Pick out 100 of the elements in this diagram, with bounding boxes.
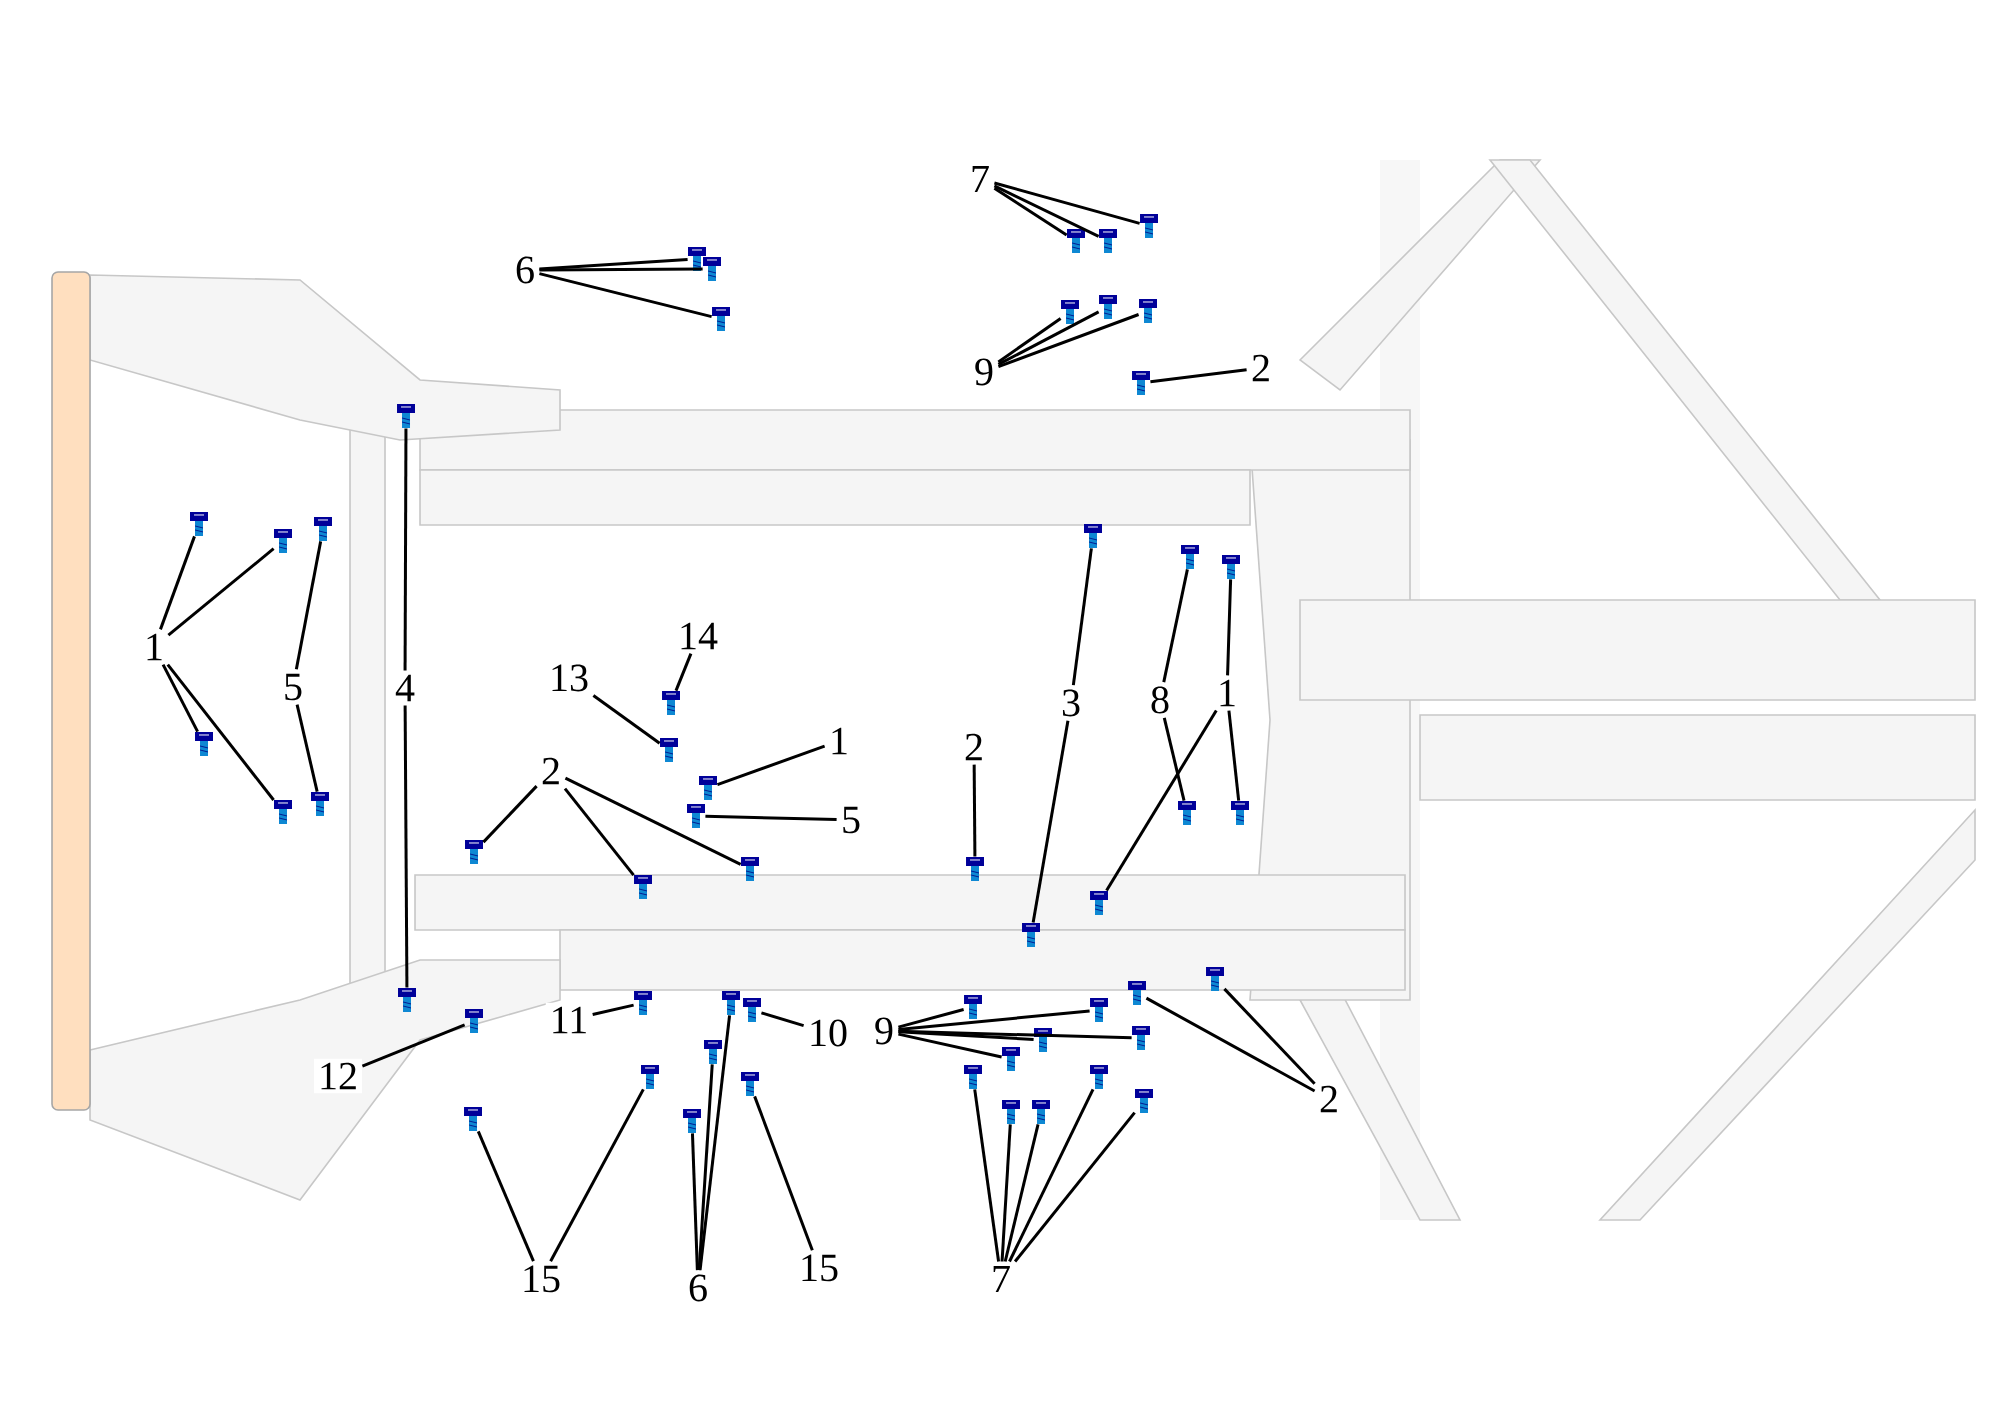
- leader-line: [539, 267, 703, 272]
- part-drawing: [688, 247, 706, 271]
- callout-number: 2: [960, 729, 988, 765]
- callout-number: 2: [1247, 350, 1275, 386]
- leader-line: [997, 313, 1140, 369]
- part-drawing: [1002, 1047, 1020, 1071]
- leader-line: [167, 547, 275, 637]
- part-drawing: [1002, 1100, 1020, 1124]
- callout-number: 4: [391, 670, 419, 706]
- part-drawing: [641, 1065, 659, 1089]
- leader-line: [539, 272, 712, 319]
- leader-line: [993, 184, 1100, 238]
- leader-line: [1031, 720, 1070, 923]
- part-drawing: [1084, 524, 1102, 548]
- leader-line: [159, 535, 196, 630]
- part-drawing: [1032, 1100, 1050, 1124]
- callout-number: 1: [825, 723, 853, 759]
- part-drawing: [1181, 545, 1199, 569]
- callout-number: 5: [837, 802, 865, 838]
- part-drawing: [964, 1065, 982, 1089]
- callout-number: 6: [684, 1270, 712, 1306]
- callout-number: 12: [314, 1058, 362, 1094]
- leader-line: [690, 1133, 699, 1271]
- leader-line: [994, 181, 1140, 225]
- leader-line: [697, 1064, 714, 1271]
- leader-line: [294, 541, 323, 670]
- part-drawing: [660, 738, 678, 762]
- part-drawing: [1090, 891, 1108, 915]
- leader-line: [753, 1095, 814, 1251]
- leader-line: [563, 787, 635, 877]
- part-drawing: [712, 307, 730, 331]
- part-drawing: [1090, 1065, 1108, 1089]
- part-drawing: [703, 257, 721, 281]
- part-drawing: [1132, 1026, 1150, 1050]
- leader-line: [716, 744, 826, 787]
- callout-number: 9: [970, 354, 998, 390]
- part-drawing: [1067, 229, 1085, 253]
- leader-line: [1003, 1124, 1040, 1262]
- leader-line: [1008, 1088, 1095, 1263]
- leader-line: [403, 705, 409, 988]
- callout-number: 8: [1146, 682, 1174, 718]
- callout-number: 1: [140, 629, 168, 665]
- part-drawing: [397, 404, 415, 428]
- part-drawing: [1178, 801, 1196, 825]
- callout-number: 15: [795, 1250, 843, 1286]
- leader-line: [295, 704, 319, 792]
- leader-line: [1226, 579, 1233, 676]
- part-drawing: [464, 1107, 482, 1131]
- callout-number: 10: [804, 1015, 852, 1051]
- leader-line: [161, 663, 199, 733]
- callout-number: 1: [1213, 675, 1241, 711]
- leader-line: [549, 1088, 645, 1262]
- leader-line: [1071, 548, 1093, 686]
- part-drawing: [662, 691, 680, 715]
- leader-line: [898, 1032, 1002, 1059]
- part-drawing: [687, 804, 705, 828]
- leader-line: [997, 310, 1100, 366]
- leader-line: [898, 1008, 964, 1029]
- leader-line: [898, 1009, 1090, 1032]
- part-drawing: [741, 1072, 759, 1096]
- part-drawing: [634, 875, 652, 899]
- part-drawing: [1099, 295, 1117, 319]
- part-drawing: [1140, 214, 1158, 238]
- leader-line: [1162, 569, 1189, 683]
- part-drawing: [699, 776, 717, 800]
- part-drawing: [1090, 998, 1108, 1022]
- leader-line: [592, 1003, 634, 1016]
- callout-number: 7: [987, 1261, 1015, 1297]
- callout-number: 11: [545, 1002, 593, 1038]
- part-drawing: [634, 991, 652, 1015]
- leader-line: [166, 663, 275, 801]
- part-drawing: [274, 800, 292, 824]
- leader-line: [1223, 987, 1316, 1085]
- part-drawing: [190, 512, 208, 536]
- leader-line: [997, 317, 1062, 364]
- leader-line: [1000, 1124, 1012, 1262]
- leader-line: [973, 1089, 1001, 1262]
- part-drawing: [274, 529, 292, 553]
- part-drawing: [1022, 923, 1040, 947]
- part-drawing: [1061, 300, 1079, 324]
- callout-number: 13: [545, 660, 593, 696]
- part-drawing: [1132, 371, 1150, 395]
- callout-number: 7: [966, 161, 994, 197]
- leader-line: [898, 1030, 1034, 1041]
- leader-line: [698, 1015, 732, 1271]
- leader-line: [482, 785, 538, 844]
- callout-number: 15: [517, 1261, 565, 1297]
- part-drawing: [465, 840, 483, 864]
- leader-line: [564, 776, 742, 866]
- part-drawing: [741, 857, 759, 881]
- part-drawing: [1222, 555, 1240, 579]
- callout-number: 2: [537, 753, 565, 789]
- leader-line: [760, 1011, 805, 1028]
- part-drawing: [1139, 299, 1157, 323]
- part-drawing: [311, 792, 329, 816]
- part-drawing: [704, 1040, 722, 1064]
- leader-line: [1145, 996, 1316, 1093]
- callout-number: 5: [279, 669, 307, 705]
- part-drawing: [1034, 1028, 1052, 1052]
- part-drawing: [1231, 801, 1249, 825]
